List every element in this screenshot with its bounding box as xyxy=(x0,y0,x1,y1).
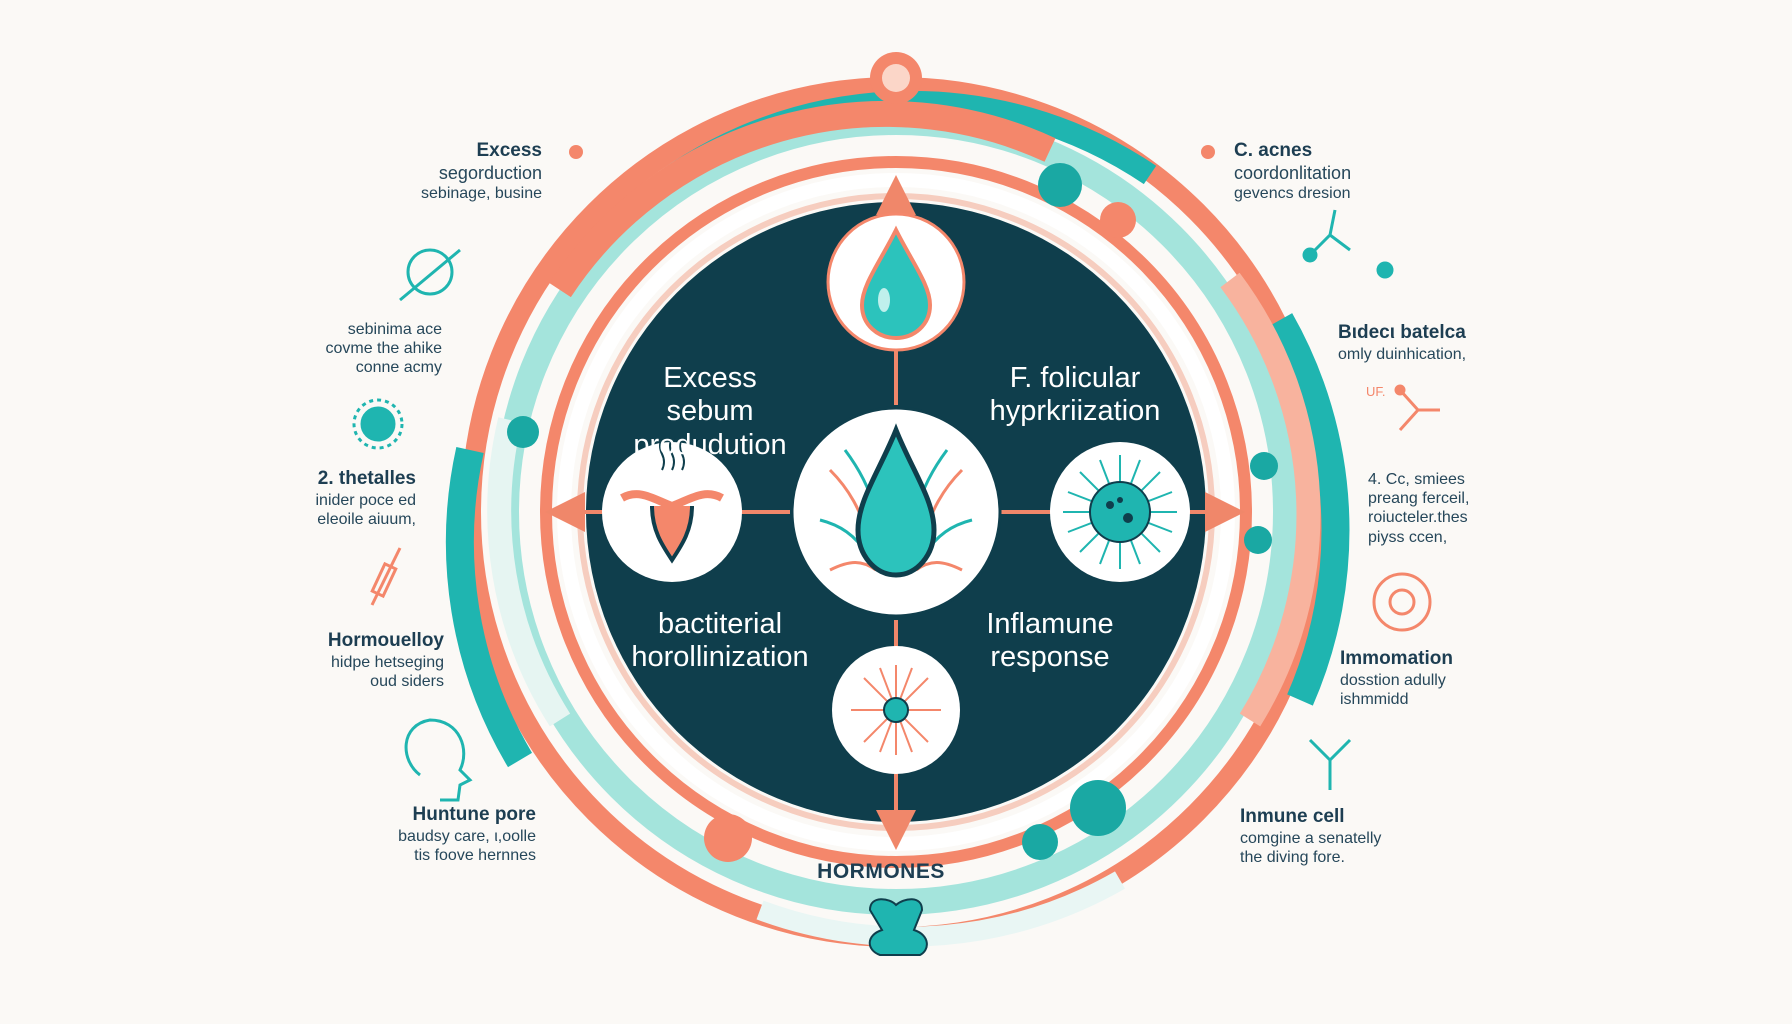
left-block-4: Hormouelloy hidpe hetseging oud siders xyxy=(327,630,444,690)
head-profile-icon xyxy=(404,718,473,802)
inflammation-node xyxy=(832,646,960,774)
left-block-5: Huntune pore baudsy care, ι,oolle tis fo… xyxy=(398,804,536,864)
molecule-icon xyxy=(1308,738,1352,790)
bacteria-cell-icon xyxy=(851,665,941,755)
sebum-drop-node xyxy=(826,212,966,352)
water-drop-icon xyxy=(855,423,937,578)
label-hormones: HORMONES xyxy=(817,860,945,883)
middle-ring xyxy=(487,100,1321,915)
follicle-node xyxy=(790,406,1002,618)
left-block-2: sebinima ace covme the ahike conne acmy xyxy=(325,321,442,377)
left-block-3: 2. thetalles inider poce ed eleoile aiuu… xyxy=(315,468,416,528)
virus-icon xyxy=(1063,455,1177,569)
right-block-1: C. acnes coordonlitation gevencs dresion xyxy=(1234,140,1352,203)
right-block-2: Bιdecι batelca omly duinhication, xyxy=(1338,322,1467,363)
water-drop-icon xyxy=(859,225,933,341)
spiky-cell-icon xyxy=(352,398,404,450)
right-block-4: Immomation dosstion adully ishmmidd xyxy=(1340,648,1453,708)
bacteria-node xyxy=(1050,442,1190,582)
left-block-1: Excess segorduction sebinage, busine xyxy=(421,140,542,203)
hormone-node xyxy=(602,437,742,582)
molecule-label: UF. xyxy=(1366,384,1386,399)
sebaceous-gland-icon xyxy=(868,898,928,956)
side-icons xyxy=(352,209,1440,802)
cycle-arrows-icon xyxy=(399,248,461,302)
right-block-3: 4. Cc, smiees preang ferceil, roiucteler… xyxy=(1368,471,1470,546)
molecule-icon xyxy=(1302,209,1394,279)
syringe-icon xyxy=(370,547,402,606)
uterus-icon xyxy=(620,437,724,564)
decorative-orbs xyxy=(507,52,1278,862)
bacteria-ring-icon xyxy=(1372,572,1432,632)
right-block-5: Inmune cell comgine a senatelly the divi… xyxy=(1240,806,1382,866)
molecule-icon xyxy=(1394,384,1440,432)
